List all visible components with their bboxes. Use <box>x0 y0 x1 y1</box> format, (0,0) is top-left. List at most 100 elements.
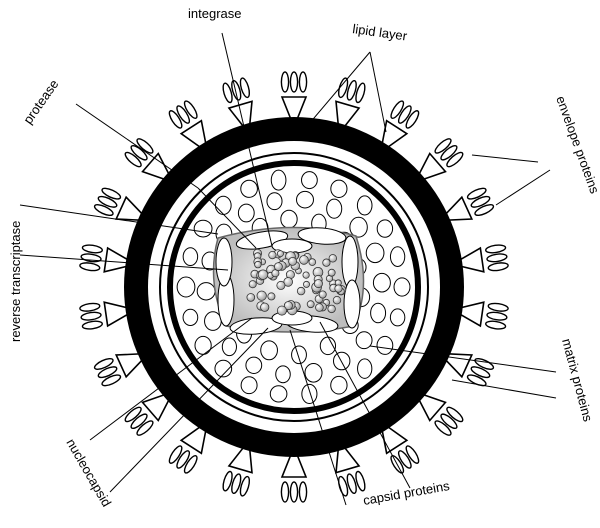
nucleocapsid-bead <box>276 280 286 290</box>
spike-glycoprotein <box>130 144 148 161</box>
nucleocapsid-bead <box>302 280 310 288</box>
capsid-core <box>212 226 365 335</box>
spike-glycoprotein <box>222 82 233 104</box>
spike-glycoprotein <box>355 82 366 104</box>
matrix-protein <box>389 308 406 327</box>
leader-envelope-1 <box>471 154 539 163</box>
spike-glycoprotein <box>289 71 299 93</box>
envelope-spike <box>79 244 138 273</box>
spike-stalk <box>379 119 409 155</box>
spike-glycoprotein <box>168 110 183 129</box>
spike-glycoprotein <box>446 151 464 168</box>
envelope-spike <box>168 419 209 474</box>
matrix-protein <box>214 359 233 378</box>
spike-glycoprotein <box>337 475 349 497</box>
spike-glycoprotein <box>337 77 349 99</box>
spike-glycoprotein <box>239 475 251 497</box>
matrix-protein <box>356 195 373 216</box>
envelope-spike <box>168 100 209 155</box>
spike-glycoprotein <box>487 262 509 272</box>
matrix-protein <box>196 282 216 301</box>
nucleocapsid-bead <box>276 305 287 316</box>
spike-glycoprotein <box>298 481 308 503</box>
matrix-protein <box>237 203 255 223</box>
matrix-protein <box>296 190 314 209</box>
spike-glycoprotein <box>222 470 233 492</box>
matrix-protein <box>240 376 258 395</box>
spike-glycoprotein <box>298 71 308 93</box>
spike-glycoprotein <box>79 262 101 272</box>
spike-glycoprotein <box>136 138 154 154</box>
capsid-protein <box>297 227 347 245</box>
spike-glycoprotein <box>390 100 405 120</box>
matrix-protein <box>182 308 199 327</box>
nucleocapsid-bead <box>327 268 336 277</box>
envelope-spike <box>124 138 175 184</box>
spike-glycoprotein <box>466 187 487 200</box>
matrix-protein <box>266 192 283 211</box>
matrix-protein <box>376 219 394 238</box>
nucleocapsid-beads <box>246 248 347 316</box>
leader-integrase <box>221 32 273 247</box>
matrix-protein <box>260 340 278 361</box>
nucleocapsid-bead <box>267 292 276 301</box>
spike-glycoprotein <box>176 105 191 124</box>
matrix-layer <box>159 152 429 422</box>
nucleocapsid-bead <box>248 280 257 289</box>
nucleocapsid-bead <box>257 269 269 280</box>
matrix-protein <box>269 385 288 403</box>
spike-glycoprotein <box>397 105 412 124</box>
leader-rt-1 <box>19 204 219 235</box>
matrix-protein <box>291 345 307 365</box>
spike-glycoprotein <box>97 195 118 208</box>
spike-glycoprotein <box>80 253 102 263</box>
leader-envelope-2 <box>495 169 551 206</box>
spike-glycoprotein <box>168 445 183 464</box>
spike-glycoprotein <box>93 357 114 370</box>
spike-glycoprotein <box>440 144 458 161</box>
nucleocapsid-bead <box>273 262 283 272</box>
spike-glycoprotein <box>346 79 357 101</box>
matrix-protein <box>365 242 385 264</box>
matrix-protein <box>194 335 212 355</box>
spike-glycoprotein <box>130 413 148 430</box>
leader-lipid-layer-1 <box>302 51 371 132</box>
spike-glycoprotein <box>101 187 122 200</box>
label-reverse-transcriptase: reverse transcriptase <box>8 221 23 342</box>
capsid-protein <box>215 237 233 287</box>
spike-glycoprotein <box>405 445 420 464</box>
spike-glycoprotein <box>446 406 464 423</box>
matrix-protein <box>330 375 348 395</box>
nucleocapsid-bead <box>260 302 270 312</box>
spike-glycoprotein <box>280 481 290 503</box>
leader-capsid-2 <box>319 321 411 489</box>
leader-matrix-1 <box>369 345 557 373</box>
envelope-spike <box>413 390 464 436</box>
spike-glycoprotein <box>79 302 101 312</box>
spike-glycoprotein <box>289 481 299 503</box>
spike-glycoprotein <box>183 100 198 120</box>
spike-glycoprotein <box>80 311 102 321</box>
capsid-protein <box>343 279 361 329</box>
spike-glycoprotein <box>355 470 366 492</box>
envelope-spike <box>124 390 175 436</box>
matrix-protein <box>393 277 411 297</box>
spike-glycoprotein <box>440 413 458 430</box>
matrix-protein <box>376 335 394 355</box>
nucleocapsid-bead <box>313 279 323 289</box>
nucleocapsid-bead <box>332 296 342 305</box>
capsid-protein-ellipses <box>215 227 361 335</box>
leader-matrix-2 <box>451 379 557 399</box>
spike-glycoprotein <box>239 77 251 99</box>
nucleocapsid-bead <box>288 256 298 266</box>
nucleocapsid-bead <box>315 303 324 312</box>
spike-glycoprotein <box>280 71 290 93</box>
nucleocapsid-bead <box>302 271 310 279</box>
matrix-protein <box>193 219 213 238</box>
matrix-protein <box>182 247 199 266</box>
spike-glycoprotein <box>434 138 452 154</box>
matrix-protein <box>280 209 298 229</box>
matrix-protein <box>204 311 222 331</box>
matrix-protein <box>370 302 387 324</box>
